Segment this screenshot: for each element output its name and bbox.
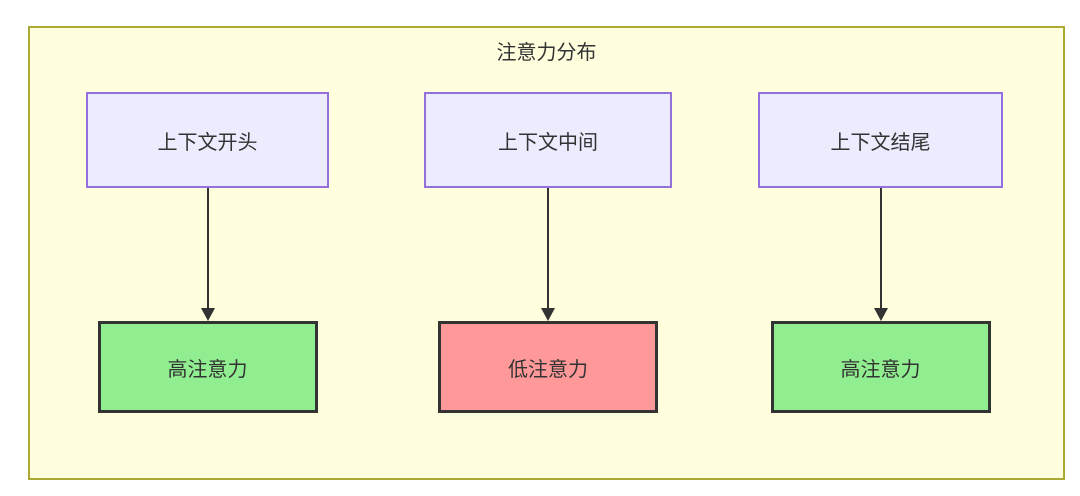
- node-context-end: 上下文结尾: [758, 92, 1003, 188]
- arrow-line: [547, 188, 549, 309]
- diagram-title: 注意力分布: [496, 42, 597, 64]
- node-context-middle-label: 上下文中间: [498, 131, 598, 154]
- node-context-start: 上下文开头: [86, 92, 329, 188]
- node-low-attention-label: 低注意力: [508, 358, 588, 381]
- arrow-line: [206, 188, 209, 309]
- arrow-head: [873, 308, 888, 321]
- arrow-down-icon: [873, 188, 888, 321]
- node-high-attention-1-label: 高注意力: [167, 358, 248, 381]
- node-high-attention-2: 高注意力: [770, 321, 991, 413]
- column-context-middle: 上下文中间 低注意力: [424, 92, 672, 413]
- node-context-start-label: 上下文开头: [157, 131, 258, 154]
- column-context-start: 上下文开头 高注意力: [86, 92, 329, 413]
- node-context-end-label: 上下文结尾: [830, 131, 931, 154]
- node-high-attention-2-label: 高注意力: [840, 358, 921, 381]
- column-context-end: 上下文结尾 高注意力: [758, 92, 1003, 413]
- arrow-line: [879, 188, 882, 309]
- node-context-middle: 上下文中间: [424, 92, 672, 188]
- arrow-head: [200, 308, 215, 321]
- node-low-attention: 低注意力: [438, 321, 658, 413]
- arrow-down-icon: [541, 188, 555, 321]
- node-high-attention-1: 高注意力: [97, 321, 318, 413]
- arrow-down-icon: [200, 188, 215, 321]
- arrow-head: [541, 308, 555, 321]
